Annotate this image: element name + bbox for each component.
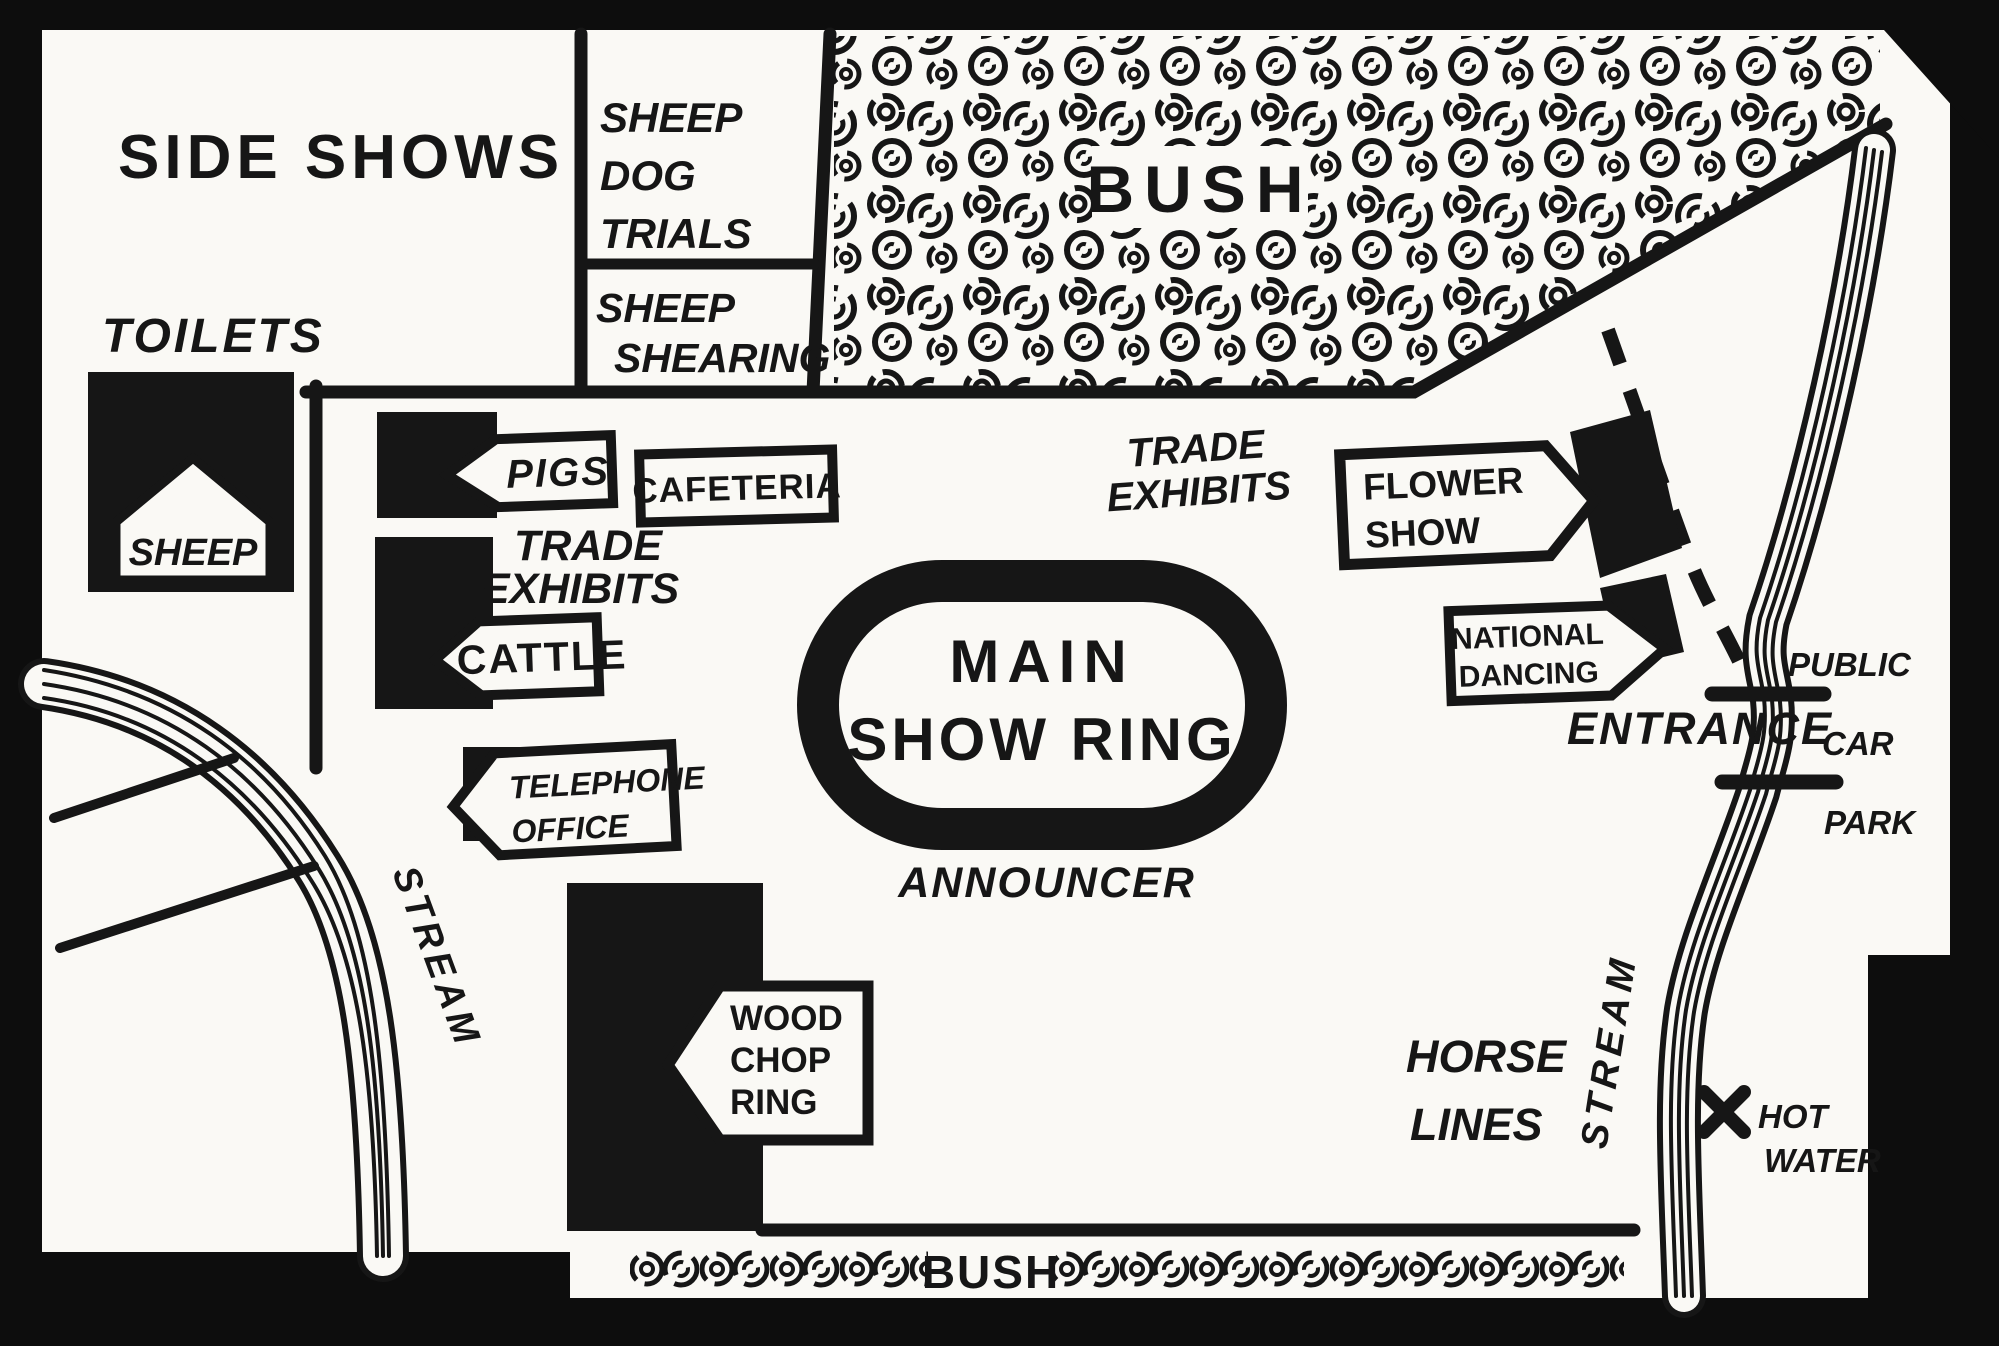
side-shows-label: SIDE SHOWS [118, 123, 564, 192]
trade-exhibits-right: TRADE EXHIBITS [1105, 422, 1292, 520]
sheep-pen: SHEEP [111, 452, 275, 585]
sheep-shearing-label-1: SHEEP [596, 285, 736, 331]
entrance-label: ENTRANCE [1567, 703, 1833, 754]
hot-water-label-1: HOT [1758, 1098, 1831, 1135]
main-show-ring-label-2: SHOW RING [847, 706, 1236, 773]
flower-show-label-1: FLOWER [1362, 460, 1524, 508]
bush-area-top: BUSH [834, 36, 1880, 388]
bush-top-label: BUSH [1086, 152, 1313, 226]
fence-lines [49, 753, 319, 953]
main-show-ring: MAIN SHOW RING [797, 560, 1287, 850]
border-top-right-corner [1884, 30, 1999, 158]
horse-lines-label-2: LINES [1410, 1099, 1543, 1150]
toilets-label: TOILETS [102, 310, 325, 363]
national-dancing-label-2: DANCING [1458, 656, 1599, 694]
stream-right [1656, 128, 1896, 1318]
cattle-sign-label: CATTLE [456, 631, 628, 683]
park-label: PARK [1824, 804, 1917, 841]
wood-chop-ring-sign: WOOD CHOP RING [661, 980, 874, 1146]
car-label: CAR [1822, 725, 1894, 762]
ink-border [0, 30, 1999, 1346]
announcer-label: ANNOUNCER [897, 859, 1196, 907]
wood-chop-label-3: RING [730, 1083, 818, 1122]
sheep-dog-trials-label-1: SHEEP [600, 94, 743, 141]
horse-lines-label-1: HORSE [1406, 1031, 1568, 1082]
sheep-dog-trials-label-2: DOG [600, 152, 696, 199]
hot-water-x-icon [1697, 1085, 1751, 1139]
boundary-top-and-diagonal [299, 117, 1893, 399]
entrance-bridge [1704, 686, 1844, 790]
flower-show-building [1570, 410, 1682, 578]
sheep-dog-trials-label-3: TRIALS [600, 210, 752, 257]
bush-area-bottom: BUSH [630, 1238, 1624, 1298]
bush-bottom-label: BUSH [922, 1246, 1060, 1298]
telephone-office-label-2: OFFICE [511, 807, 632, 849]
national-dancing-sign: NATIONAL DANCING [1443, 600, 1673, 707]
sheep-pen-label: SHEEP [129, 532, 258, 574]
telephone-office-sign: TELEPHONE OFFICE [446, 738, 707, 861]
flower-show-sign: FLOWER SHOW [1333, 440, 1602, 571]
border-bottom-left [0, 1252, 570, 1346]
hot-water-label-2: WATER [1764, 1142, 1881, 1179]
cafeteria-sign-label: CAFETERIA [632, 466, 842, 510]
pigs-sign-label: PIGS [506, 449, 611, 497]
entrance-road-dashed [1601, 327, 1751, 675]
pigs-sign: PIGS [438, 429, 619, 513]
wood-chop-label-1: WOOD [730, 999, 843, 1038]
national-dancing-label-1: NATIONAL [1451, 618, 1605, 656]
flower-show-label-2: SHOW [1364, 510, 1481, 556]
main-show-ring-label-1: MAIN [949, 628, 1134, 695]
cafeteria-sign: CAFETERIA [632, 444, 842, 528]
cattle-sign: CATTLE [427, 612, 628, 701]
sheep-shearing-label-2: SHEARING [614, 335, 830, 381]
border-bottom-right [1868, 955, 1999, 1346]
trade-exhibits-left-label-2: EXHIBITS [481, 565, 680, 613]
wood-chop-label-2: CHOP [730, 1041, 831, 1080]
trade-exhibits-right-label-1: TRADE [1126, 422, 1268, 476]
showground-boundary [299, 27, 1893, 1237]
trade-exhibits-left-label-1: TRADE [514, 522, 663, 570]
trials-pen-right-line [806, 27, 837, 399]
public-label: PUBLIC [1788, 646, 1912, 683]
